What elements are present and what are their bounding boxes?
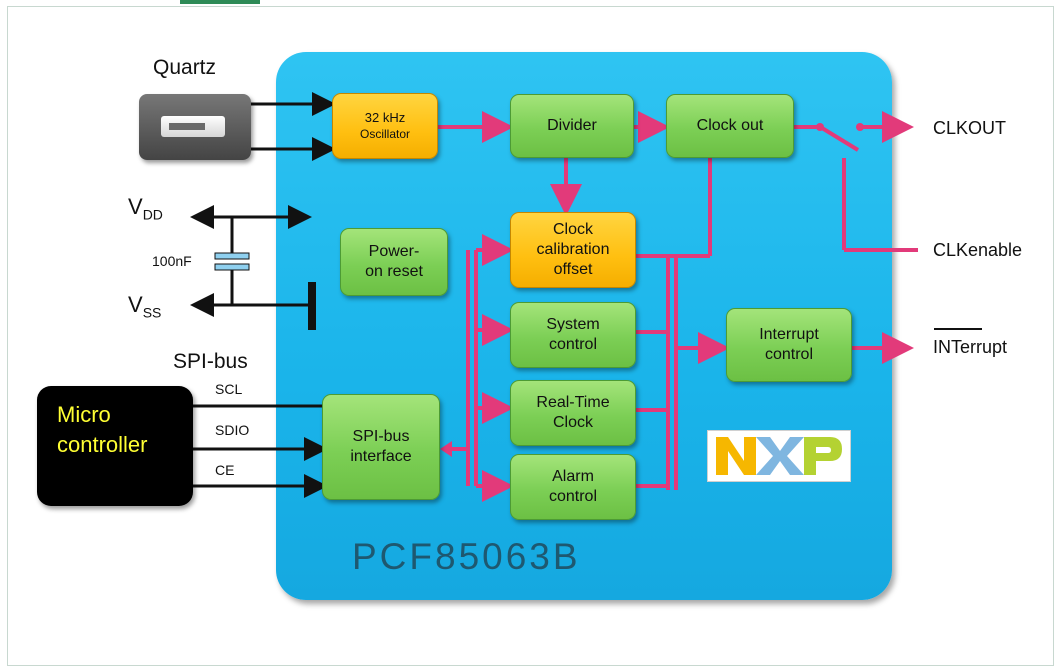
alarm-control-block: Alarm control bbox=[510, 454, 636, 520]
sdio-label: SDIO bbox=[215, 422, 250, 438]
power-on-reset-block: Power- on reset bbox=[340, 228, 448, 296]
microcontroller: Micro controller bbox=[37, 386, 193, 506]
spi-interface-block: SPI-bus interface bbox=[322, 394, 440, 500]
real-time-clock-block: Real-Time Clock bbox=[510, 380, 636, 446]
clock-calibration-block: Clock calibration offset bbox=[510, 212, 636, 288]
internal-signals bbox=[438, 111, 918, 502]
ground-bar bbox=[308, 282, 316, 330]
quartz-label: Quartz bbox=[153, 56, 217, 79]
switch-pivot bbox=[816, 123, 824, 131]
capacitor-plate-bottom bbox=[214, 263, 250, 271]
system-control-block: System control bbox=[510, 302, 636, 368]
power-wires bbox=[190, 205, 312, 317]
capacitor-plate-top bbox=[214, 252, 250, 260]
vdd-label: VDD bbox=[128, 194, 163, 223]
quartz-wires bbox=[251, 92, 336, 161]
spi-bus-label: SPI-bus bbox=[173, 350, 248, 373]
quartz-inner bbox=[161, 116, 225, 137]
scl-label: SCL bbox=[215, 381, 243, 397]
top-accent-bar bbox=[180, 0, 260, 4]
switch-contact bbox=[856, 123, 864, 131]
clkout-label: CLKOUT bbox=[933, 118, 1007, 138]
interrupt-control-block: Interrupt control bbox=[726, 308, 852, 382]
capacitor-label: 100nF bbox=[152, 253, 192, 269]
interrupt-overline bbox=[934, 328, 982, 330]
interrupt-label: INTerrupt bbox=[933, 328, 1007, 358]
spi-wires bbox=[193, 404, 328, 498]
spi-bidir-arrowhead bbox=[440, 441, 452, 457]
chip-name: PCF85063B bbox=[352, 536, 581, 577]
ce-label: CE bbox=[215, 462, 235, 478]
clock-out-block: Clock out bbox=[666, 94, 794, 158]
quartz-crystal bbox=[139, 94, 251, 160]
nxp-logo bbox=[707, 430, 851, 482]
divider-block: Divider bbox=[510, 94, 634, 158]
microcontroller-label: Micro controller bbox=[57, 402, 148, 457]
vss-label: VSS bbox=[128, 292, 162, 321]
clkenable-label: CLKenable bbox=[933, 240, 1023, 260]
